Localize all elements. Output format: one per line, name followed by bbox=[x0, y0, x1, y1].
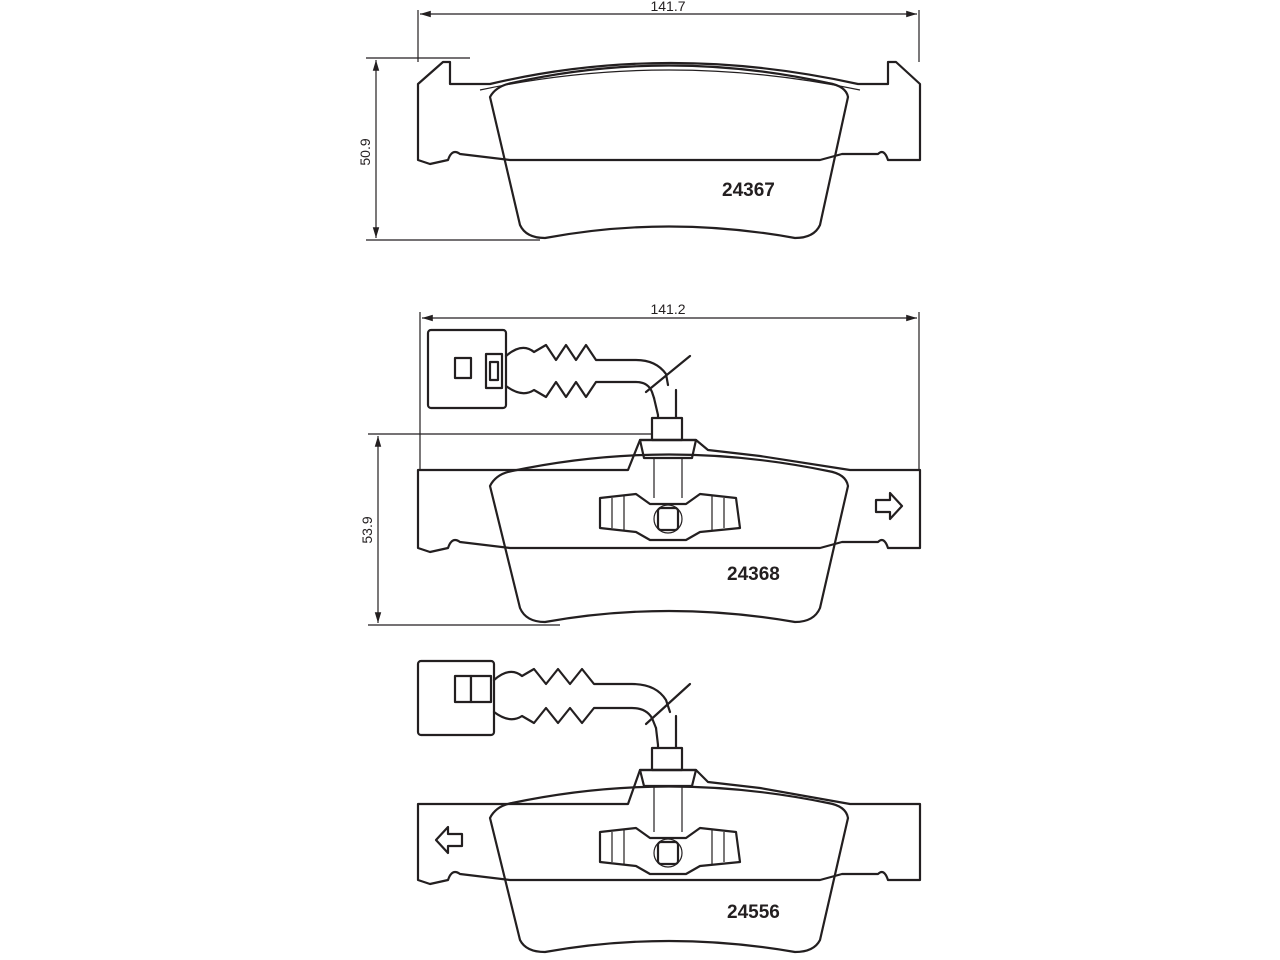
wear-sensor-cable bbox=[504, 343, 698, 460]
backing-plate bbox=[416, 60, 922, 166]
pad-24367: 141.7 50.9 24367 bbox=[357, 0, 922, 241]
friction-pad bbox=[488, 785, 850, 954]
part-number-top: 24367 bbox=[722, 180, 775, 201]
pad-24368: 141.2 53.9 bbox=[359, 301, 922, 626]
friction-pad bbox=[488, 64, 850, 240]
width-dimension-label: 141.7 bbox=[650, 0, 685, 14]
pad-edge-line bbox=[479, 69, 861, 91]
friction-pad bbox=[488, 453, 850, 624]
width-dimension-label: 141.2 bbox=[650, 301, 685, 317]
wear-sensor-cable bbox=[492, 667, 698, 788]
height-dimension-label: 53.9 bbox=[359, 516, 375, 543]
wear-sensor-connector bbox=[426, 328, 508, 410]
width-dimension-middle: 141.2 bbox=[419, 301, 920, 470]
part-number-bottom: 24556 bbox=[727, 902, 780, 923]
height-dimension-top: 50.9 bbox=[357, 57, 540, 241]
retaining-clip bbox=[598, 458, 742, 542]
wear-sensor-connector bbox=[416, 659, 496, 737]
height-dimension-label: 50.9 bbox=[357, 138, 373, 165]
height-dimension-middle: 53.9 bbox=[359, 433, 656, 626]
part-number-middle: 24368 bbox=[727, 564, 780, 585]
retaining-clip bbox=[598, 786, 742, 876]
pad-24556: 24556 bbox=[416, 659, 922, 954]
backing-plate bbox=[416, 438, 922, 554]
direction-arrow-right-icon bbox=[874, 491, 904, 521]
backing-plate bbox=[416, 768, 922, 886]
width-dimension-top: 141.7 bbox=[417, 0, 920, 62]
direction-arrow-left-icon bbox=[434, 825, 464, 855]
